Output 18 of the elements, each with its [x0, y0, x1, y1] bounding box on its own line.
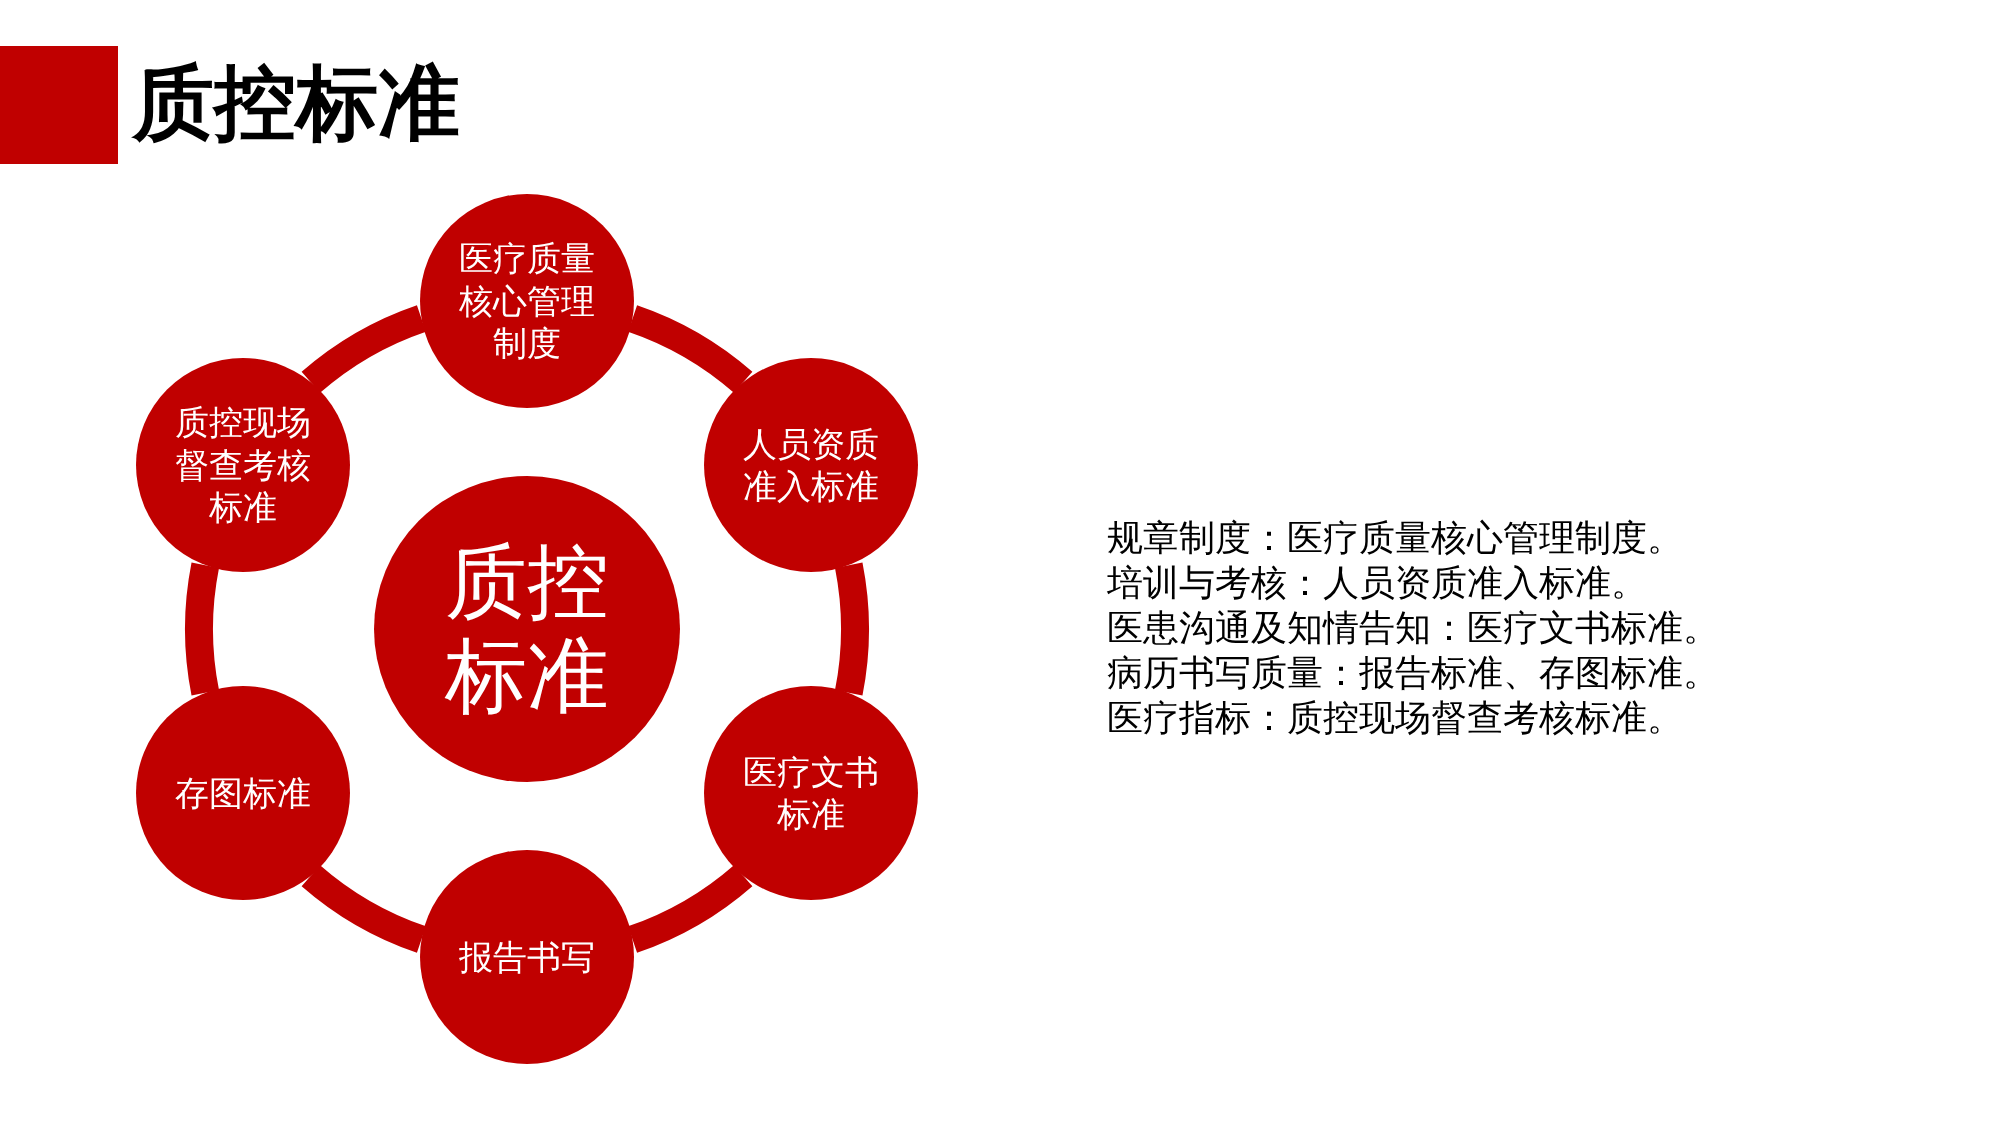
ring-connector: [185, 563, 220, 695]
title: 质控标准: [132, 58, 460, 149]
node-label: 报告书写: [458, 935, 596, 979]
node-label: 医疗文书标准: [742, 750, 881, 836]
node-label: 质控现场督查考核标准: [173, 401, 312, 529]
ring-connector: [302, 305, 427, 394]
ring-connector: [834, 563, 869, 695]
description-line: 医患沟通及知情告知：医疗文书标准。: [1107, 606, 1719, 650]
description-line: 培训与考核：人员资质准入标准。: [1107, 561, 1647, 605]
description-line: 病历书写质量：报告标准、存图标准。: [1107, 651, 1719, 695]
ring-connector: [627, 305, 752, 394]
node-label: 医疗质量核心管理制度: [458, 237, 596, 365]
description-line: 规章制度：医疗质量核心管理制度。: [1107, 516, 1683, 560]
node-label: 存图标准: [173, 771, 312, 815]
node-label: 质控标准: [444, 534, 610, 724]
node-label: 人员资质准入标准: [742, 422, 881, 508]
title-square: [0, 46, 118, 164]
description-line: 医疗指标：质控现场督查考核标准。: [1107, 696, 1683, 740]
